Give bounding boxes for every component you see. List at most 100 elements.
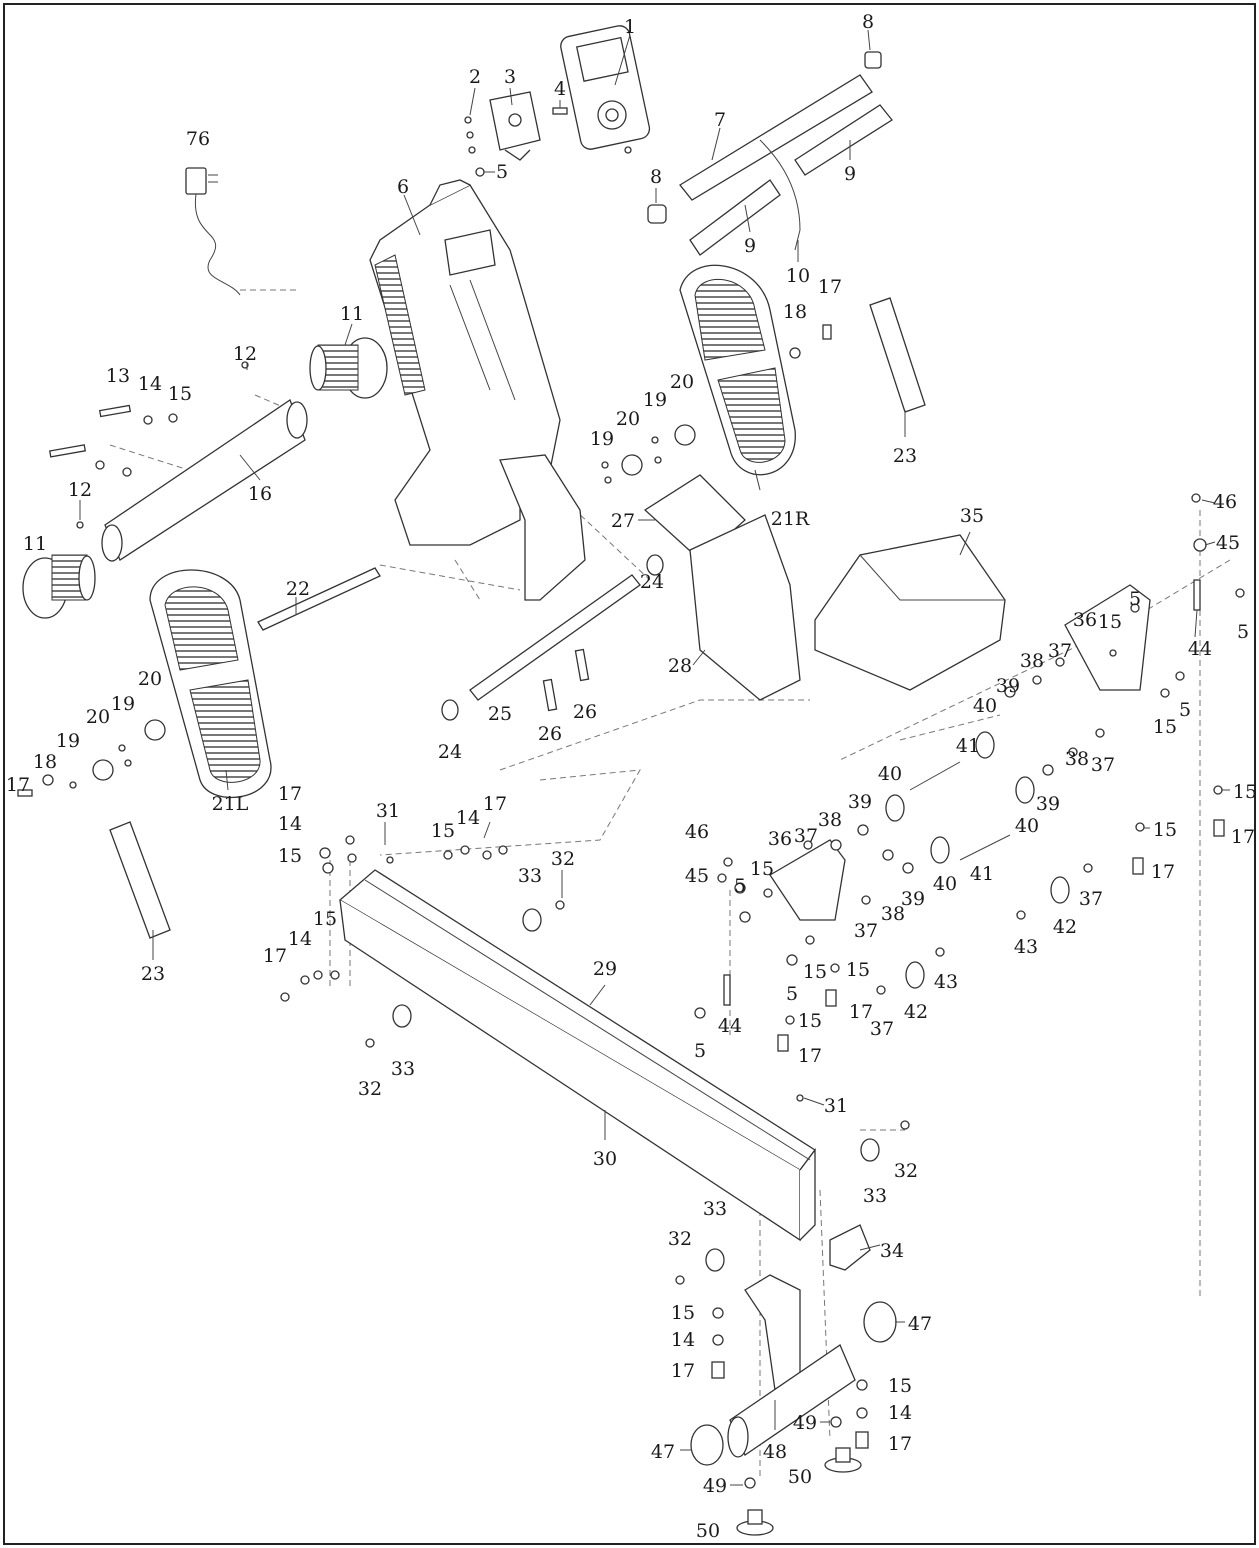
label-40-b: 40 <box>1015 815 1039 837</box>
label-14-b: 14 <box>278 813 302 835</box>
label-38-c: 38 <box>818 809 842 831</box>
label-21L: 21L <box>212 793 249 815</box>
leader-lines <box>79 29 1230 1486</box>
label-45-a: 45 <box>1216 532 1240 554</box>
label-43-b: 43 <box>934 971 958 993</box>
pedal-right <box>679 264 796 476</box>
tube-23-right <box>869 297 926 413</box>
label-4: 4 <box>554 78 566 100</box>
axles-41 <box>909 761 1011 861</box>
label-37-d: 37 <box>1079 888 1103 910</box>
hub-11-left <box>22 554 96 619</box>
label-32-b: 32 <box>358 1078 382 1100</box>
label-39-d: 39 <box>901 888 925 910</box>
label-18-a: 18 <box>783 301 807 323</box>
label-15-c: 15 <box>431 820 455 842</box>
label-33-b: 33 <box>391 1058 415 1080</box>
label-30: 30 <box>593 1148 617 1170</box>
label-19-c: 19 <box>111 693 135 715</box>
label-16: 16 <box>248 483 272 505</box>
label-33-a: 33 <box>518 865 542 887</box>
label-17-k: 17 <box>798 1045 822 1067</box>
label-17-d: 17 <box>483 793 507 815</box>
label-17-e: 17 <box>263 945 287 967</box>
label-46-a: 46 <box>1213 491 1237 513</box>
label-15-h: 15 <box>1153 716 1177 738</box>
label-17-g: 17 <box>888 1433 912 1455</box>
label-15-k: 15 <box>750 858 774 880</box>
label-37-e: 37 <box>854 920 878 942</box>
label-38-b: 38 <box>1065 748 1089 770</box>
label-19-a: 19 <box>643 389 667 411</box>
console-display <box>560 25 651 150</box>
label-17-i: 17 <box>1151 861 1175 883</box>
label-48: 48 <box>763 1441 787 1463</box>
label-17-c: 17 <box>278 783 302 805</box>
label-32-d: 32 <box>668 1228 692 1250</box>
label-5-g: 5 <box>694 1040 706 1062</box>
label-15-e: 15 <box>671 1302 695 1324</box>
label-3: 3 <box>504 66 516 88</box>
label-14-c: 14 <box>456 807 480 829</box>
label-46-b: 46 <box>685 821 709 843</box>
label-22: 22 <box>286 578 310 600</box>
label-15-m: 15 <box>846 959 870 981</box>
main-upright-frame <box>369 179 586 601</box>
pedal-hubs-20 <box>92 424 696 781</box>
label-15-a: 15 <box>168 383 192 405</box>
label-39-a: 39 <box>996 675 1020 697</box>
label-34: 34 <box>880 1240 904 1262</box>
label-26-a: 26 <box>538 723 562 745</box>
label-37-a: 37 <box>1048 640 1072 662</box>
label-11-a: 11 <box>340 303 364 325</box>
label-47-a: 47 <box>908 1313 932 1335</box>
label-1: 1 <box>624 16 636 38</box>
label-15-b: 15 <box>278 845 302 867</box>
cover-35 <box>814 534 1006 691</box>
axle-rods <box>257 567 641 701</box>
label-33-d: 33 <box>703 1198 727 1220</box>
label-32-c: 32 <box>894 1160 918 1182</box>
label-31-b: 31 <box>824 1095 848 1117</box>
label-42-b: 42 <box>904 1001 928 1023</box>
label-5-f: 5 <box>786 983 798 1005</box>
part-labels: 1 2 3 4 5 6 7 8 8 9 9 10 76 11 11 12 12 … <box>6 11 1257 1542</box>
label-41-a: 41 <box>956 735 980 757</box>
label-40-d: 40 <box>933 873 957 895</box>
label-12-a: 12 <box>233 343 257 365</box>
hub-11-top <box>309 337 388 399</box>
label-49-b: 49 <box>703 1475 727 1497</box>
label-15-j: 15 <box>1153 819 1177 841</box>
label-17-h: 17 <box>1231 826 1255 848</box>
label-50-a: 50 <box>788 1466 812 1488</box>
label-40-c: 40 <box>878 763 902 785</box>
label-41-b: 41 <box>970 863 994 885</box>
label-10: 10 <box>786 265 810 287</box>
label-47-b: 47 <box>651 1441 675 1463</box>
label-23-a: 23 <box>893 445 917 467</box>
label-13: 13 <box>106 365 130 387</box>
label-20-b: 20 <box>616 408 640 430</box>
rail-29-30 <box>338 869 816 1242</box>
label-26-b: 26 <box>573 701 597 723</box>
label-17-f: 17 <box>671 1360 695 1382</box>
label-44-a: 44 <box>1188 638 1212 660</box>
label-32-a: 32 <box>551 848 575 870</box>
label-14-d: 14 <box>288 928 312 950</box>
label-17-j: 17 <box>849 1001 873 1023</box>
label-15-n: 15 <box>798 1010 822 1032</box>
label-39-c: 39 <box>848 791 872 813</box>
label-19-d: 19 <box>56 730 80 752</box>
label-38-d: 38 <box>881 903 905 925</box>
label-33-c: 33 <box>863 1185 887 1207</box>
label-5-b: 5 <box>1129 588 1141 610</box>
label-45-b: 45 <box>685 865 709 887</box>
pedal-left <box>149 569 272 799</box>
label-20-a: 20 <box>670 371 694 393</box>
label-37-b: 37 <box>1091 754 1115 776</box>
label-40-a: 40 <box>973 695 997 717</box>
label-38-a: 38 <box>1020 650 1044 672</box>
label-7: 7 <box>714 109 726 131</box>
label-21R: 21R <box>771 508 810 530</box>
